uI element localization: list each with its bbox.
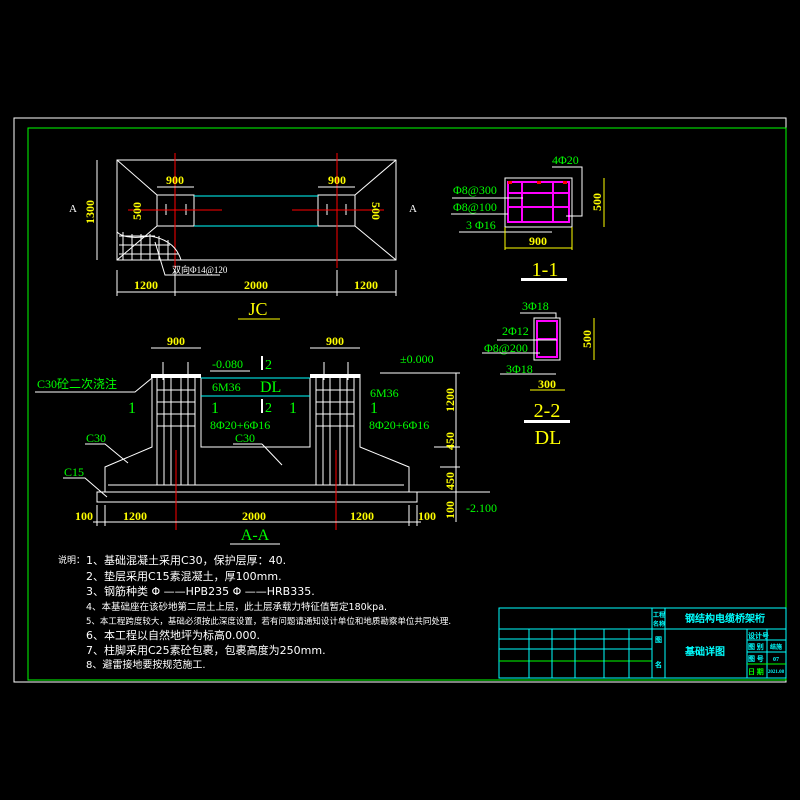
dim-v-100: 100 (443, 501, 457, 519)
section-11: 4Φ20 Φ8@300 Φ8@100 3 Φ16 900 500 1-1 (451, 153, 605, 281)
drawing-label-2: 名 (655, 660, 662, 669)
elev-beam: -0.080 (212, 357, 243, 371)
dim-w: 300 (538, 377, 556, 391)
concrete-base: C15 (64, 465, 84, 479)
stirrup-2: Φ8@100 (453, 200, 497, 214)
dim-ped-w-right: 900 (328, 173, 346, 187)
dim-ped-h-left: 500 (130, 202, 144, 220)
concrete-beam: C30 (235, 431, 255, 445)
project-name: 钢结构电缆桥架桁 (685, 612, 765, 625)
concrete-foundation: C30 (86, 431, 106, 445)
dim-ped-right: 900 (326, 334, 344, 348)
section-11-title: 1-1 (532, 259, 559, 281)
top-bars: 3Φ18 (522, 299, 549, 313)
section-mark-1a: 1 (128, 400, 136, 417)
note-5: 5、本工程跨度较大，基础必须按此深度设置，若有问题请通知设计单位和地质勘察单位共… (86, 616, 451, 627)
dim-b-2000: 2000 (242, 509, 266, 523)
dim-h: 500 (580, 330, 594, 348)
stirrup-1: Φ8@300 (453, 183, 497, 197)
notes: 说明： 1、基础混凝土采用C30，保护层厚：40. 2、垫层采用C15素混凝土，… (58, 553, 451, 671)
title-block: 工程 名称 钢结构电缆桥架桁 图 名 基础详图 设计号 图 别 结施 图 号 0… (498, 607, 787, 679)
note-6: 6、本工程以自然地坪为标高0.000. (86, 628, 260, 642)
section-mark-1c: 1 (289, 400, 297, 417)
bolts-left: 6M36 (212, 380, 241, 394)
dim-b-100-right: 100 (418, 509, 436, 523)
dim-v-450a: 450 (443, 432, 457, 450)
dim-v-1200: 1200 (443, 388, 457, 412)
date-label: 日 期 (748, 667, 764, 676)
cut-mark-bottom: 2 (265, 401, 272, 416)
elev-bottom: -2.100 (466, 501, 497, 515)
design-no-label: 设计号 (748, 631, 769, 640)
bolts-right: 6M36 (370, 386, 399, 400)
pedestal-rebar (108, 362, 404, 486)
project-label-2: 名称 (653, 620, 665, 628)
note-3: 3、钢筋种类 Φ ——HPB235 Φ ——HRB335. (86, 584, 315, 598)
note-2: 2、垫层采用C15素混凝土，厚100mm. (86, 569, 282, 583)
rebar-right: 8Φ20+6Φ16 (369, 418, 429, 432)
notes-heading: 说明： (58, 554, 85, 566)
dim-h: 500 (590, 193, 604, 211)
grout-note: C30砼二次浇注 (37, 376, 117, 391)
rebar-hatch (116, 231, 220, 276)
note-7: 7、柱脚采用C25素砼包裹，包裹高度为250mm. (86, 643, 326, 657)
section-mark-a-right: A (409, 203, 417, 215)
dim-bottom-2: 2000 (244, 278, 268, 292)
dim-bottom-3: 1200 (354, 278, 378, 292)
note-8: 8、避雷接地要按规范施工. (86, 658, 206, 671)
dim-v-450b: 450 (443, 472, 457, 490)
section-22-subtitle: DL (535, 427, 562, 449)
category-value: 结施 (770, 643, 782, 651)
section-22: 3Φ18 2Φ12 Φ8@200 3Φ18 300 500 2-2 DL (482, 299, 595, 449)
number-value: 07 (773, 657, 779, 663)
project-label-1: 工程 (653, 611, 665, 619)
dim-ped-w-left: 900 (166, 173, 184, 187)
dim-width: 1300 (83, 200, 97, 224)
drawing-name: 基础详图 (684, 645, 725, 658)
dim-ped-h-right: 500 (369, 202, 383, 220)
top-bars: 4Φ20 (552, 153, 579, 167)
rebar-left: 8Φ20+6Φ16 (210, 418, 270, 432)
dim-bottom-1: 1200 (134, 278, 158, 292)
dim-b-1200-right: 1200 (350, 509, 374, 523)
category-label: 图 别 (748, 642, 764, 651)
beam-label: DL (260, 379, 281, 396)
bottom-bars: 3 Φ16 (466, 218, 496, 232)
section-aa: 900 900 -0.080 2 2 DL 6M36 6M36 1 1 1 1 … (35, 334, 497, 545)
dim-b-100-left: 100 (75, 509, 93, 523)
note-1: 1、基础混凝土采用C30，保护层厚：40. (86, 553, 286, 567)
inner-frame (27, 127, 787, 681)
date-value: 2021.08 (768, 670, 785, 675)
section-aa-title: A-A (241, 527, 270, 544)
dim-ped-left: 900 (167, 334, 185, 348)
section-22-title: 2-2 (534, 400, 561, 422)
note-4: 4、本基础座在该砂地第二层土上层，此土层承载力特征值暂定180kpa. (86, 601, 387, 613)
section-mark-1b: 1 (211, 400, 219, 417)
elev-ground: ±0.000 (400, 352, 434, 366)
bottom-bars: 3Φ18 (506, 362, 533, 376)
section-mark-a-left: A (69, 203, 77, 215)
plan-title: JC (248, 299, 267, 319)
section-mark-1d: 1 (370, 400, 378, 417)
dim-b-1200-left: 1200 (123, 509, 147, 523)
rebar-note: 双向Φ14@120 (172, 264, 228, 275)
cut-mark-top: 2 (265, 358, 272, 373)
drawing-label-1: 图 (655, 635, 662, 644)
plan-view: 双向Φ14@120 1300 A A 900 900 500 500 1200 … (69, 153, 417, 320)
dim-w: 900 (529, 234, 547, 248)
number-label: 图 号 (748, 654, 764, 663)
stirrup: Φ8@200 (484, 341, 528, 355)
side-bars: 2Φ12 (502, 324, 529, 338)
